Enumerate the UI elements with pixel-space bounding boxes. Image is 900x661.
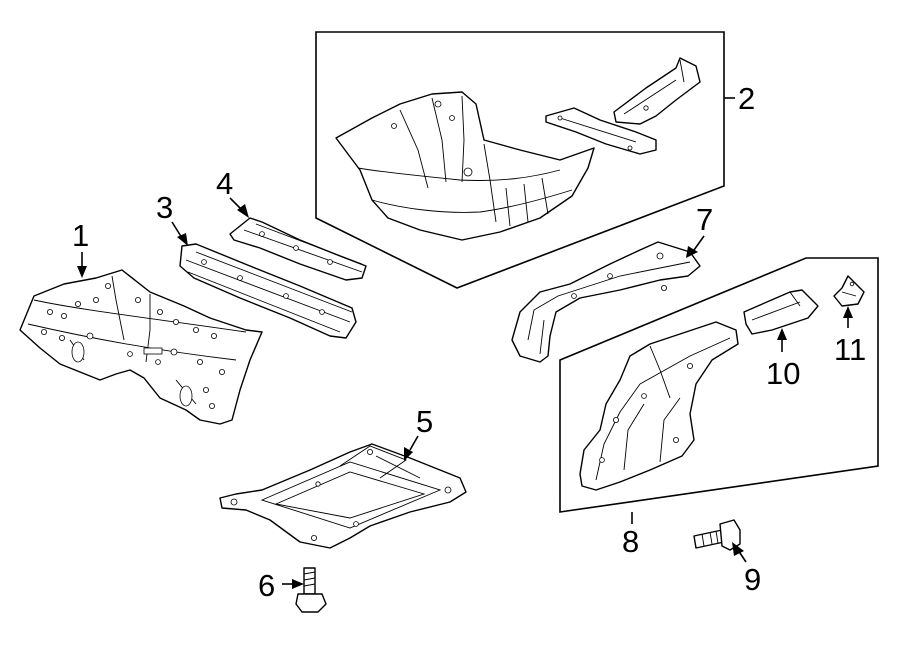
bolt-9 [693, 519, 741, 551]
callout-8: 8 [622, 524, 639, 559]
center-floor-pan [19, 269, 263, 425]
leader-11-arrowhead [843, 306, 853, 318]
leader-4-arrowhead [237, 204, 249, 218]
group-frame-2 [315, 31, 725, 289]
leader-6-arrowhead [292, 579, 304, 589]
floor-extension-panel [613, 57, 701, 125]
rear-floor-pan [335, 91, 595, 241]
callout-1: 1 [72, 218, 89, 253]
group-frame-8 [559, 257, 879, 513]
leader-5-arrowhead [404, 447, 413, 461]
callout-6: 6 [258, 568, 275, 603]
callout-2: 2 [738, 81, 755, 116]
leader-7-arrowhead [686, 246, 698, 258]
leader-5 [409, 435, 419, 451]
leader-3-arrowhead [177, 233, 188, 246]
floor-upper-crossmember [229, 217, 367, 281]
leader-7 [693, 235, 705, 251]
callout-5: 5 [416, 404, 433, 439]
callout-11: 11 [834, 332, 866, 367]
rear-side-frame [511, 241, 701, 363]
callout-4: 4 [216, 166, 233, 201]
callout-9: 9 [744, 562, 761, 597]
leader-1-arrowhead [77, 266, 87, 278]
bolt-6 [295, 567, 327, 613]
callout-10: 10 [766, 356, 800, 391]
floor-pan-holes [41, 282, 225, 409]
callout-7: 7 [696, 202, 713, 237]
leader-3 [171, 221, 183, 239]
floor-crossmember-bracket [545, 107, 657, 155]
leader-10-arrowhead [777, 328, 787, 340]
rail-extension [743, 289, 819, 335]
rear-inner-panel [579, 321, 739, 491]
floor-crossmember [179, 243, 357, 339]
small-bracket [833, 275, 865, 307]
callout-3: 3 [156, 190, 173, 225]
rear-frame [219, 443, 467, 549]
leader-9-arrowhead [732, 542, 744, 556]
